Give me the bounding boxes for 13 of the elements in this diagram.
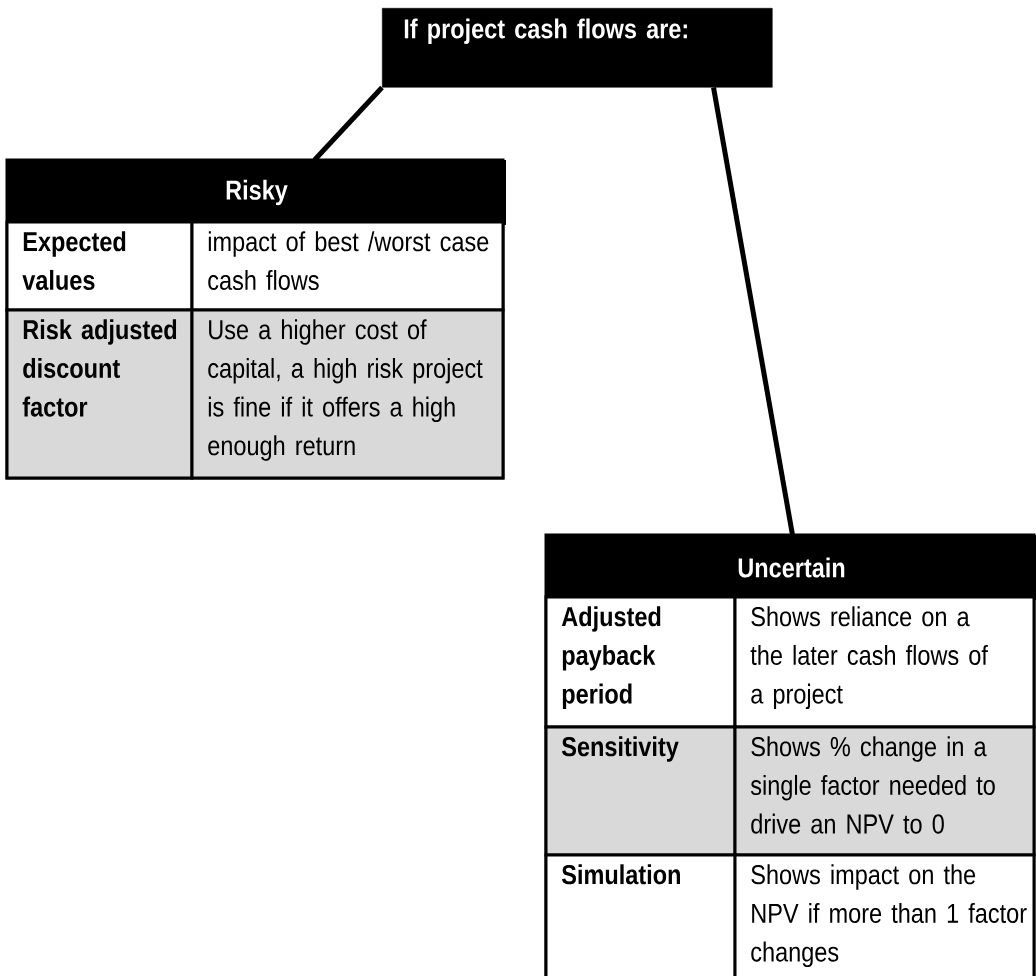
row-heading-cell: Simulation xyxy=(544,853,737,976)
table-cell: Shows % change in a single factor needed to drive an NPV to 0 xyxy=(733,725,1036,857)
table-cell: impact of best /worst case cash flows xyxy=(190,220,505,312)
row-heading-cell: Expected values xyxy=(5,220,194,312)
table-cell: Shows reliance on a the later cash flows of a project xyxy=(733,595,1036,729)
heading-box: If project cash flows are: xyxy=(382,8,773,88)
connector-line xyxy=(711,87,795,536)
row-heading-cell: Adjusted payback period xyxy=(544,595,737,729)
row-heading-cell: Sensitivity xyxy=(544,725,737,857)
row-heading-cell: Risk adjusted discount factor xyxy=(5,308,194,480)
table-cell: Shows impact on the NPV if more than 1 factor changes xyxy=(733,853,1036,976)
table-cell: Use a higher cost of capital, a high risk project is fine if it offers a high enough return xyxy=(190,308,505,480)
connector-line xyxy=(312,85,384,162)
